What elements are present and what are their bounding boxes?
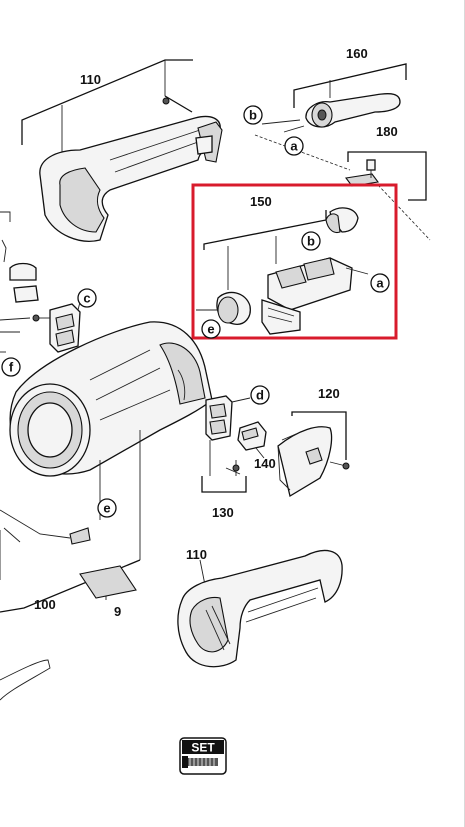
brush-holder-c xyxy=(32,301,81,353)
callout-e-low: e xyxy=(97,498,117,518)
svg-text:b: b xyxy=(249,108,257,123)
part-9-label xyxy=(79,565,137,600)
callout-e-mid: e xyxy=(201,319,221,339)
svg-text:a: a xyxy=(290,139,298,154)
set-badge-label: SET xyxy=(191,741,215,755)
callout-d: d xyxy=(250,385,270,405)
label-100: 100 xyxy=(34,597,56,612)
part-130-screws xyxy=(201,440,247,493)
label-9: 9 xyxy=(114,604,121,619)
part-140-carbon-brush xyxy=(237,421,267,459)
part-110-top-handle xyxy=(21,59,223,242)
callout-a-mid: a xyxy=(370,273,390,293)
part-100-motor-housing xyxy=(0,321,213,613)
label-120: 120 xyxy=(318,386,340,401)
callout-c: c xyxy=(77,288,97,308)
part-180 xyxy=(345,151,431,241)
label-110-top: 110 xyxy=(80,72,101,87)
label-130: 130 xyxy=(212,505,234,520)
label-160: 160 xyxy=(346,46,368,61)
set-badge-icon: SET xyxy=(179,737,227,775)
part-110-bottom-handle xyxy=(0,549,343,701)
svg-text:f: f xyxy=(9,360,14,375)
label-140: 140 xyxy=(254,456,276,471)
part-150-switch-assembly xyxy=(196,207,369,335)
highlight-box xyxy=(191,183,398,340)
callout-b-top: b xyxy=(243,105,263,125)
svg-text:b: b xyxy=(307,234,315,249)
callout-a-top: a xyxy=(284,136,304,156)
part-120-cover-plate xyxy=(277,411,350,498)
callout-b-mid: b xyxy=(301,231,321,251)
left-fragments xyxy=(0,211,39,353)
svg-text:e: e xyxy=(103,501,110,516)
part-160 xyxy=(254,63,407,171)
svg-text:a: a xyxy=(376,276,384,291)
brush-holder-d xyxy=(205,395,251,441)
svg-text:c: c xyxy=(83,291,90,306)
label-110-bottom: 110 xyxy=(186,547,207,562)
callout-f: f xyxy=(1,357,21,377)
svg-text:d: d xyxy=(256,388,264,403)
label-180: 180 xyxy=(376,124,398,139)
label-150: 150 xyxy=(250,194,272,209)
svg-text:e: e xyxy=(207,322,214,337)
